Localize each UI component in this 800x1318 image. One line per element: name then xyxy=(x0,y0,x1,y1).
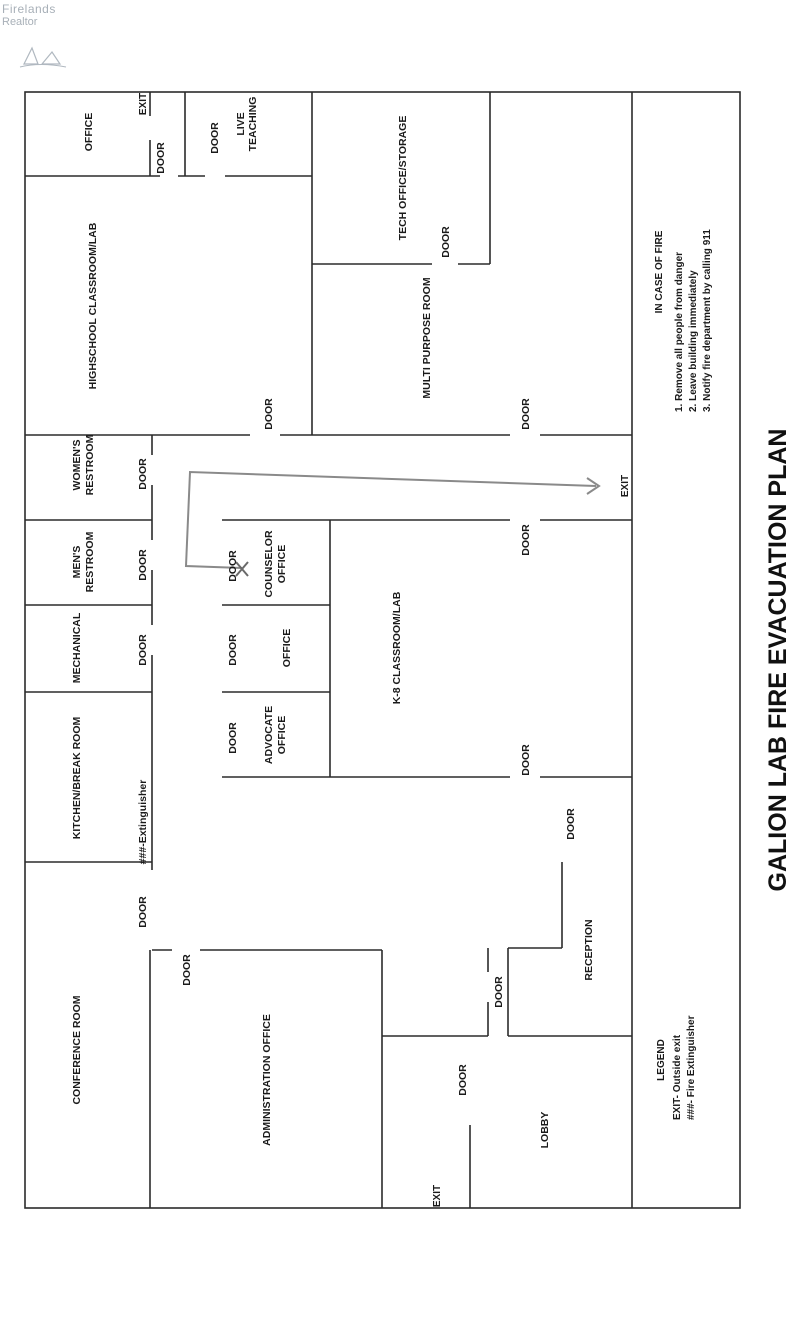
door-label: DOOR xyxy=(520,524,532,556)
fire-instructions: IN CASE OF FIRE 1. Remove all people fro… xyxy=(654,229,713,412)
exit-label-east: EXIT xyxy=(620,475,631,497)
door-labels: DOOR DOOR DOOR DOOR DOOR DOOR DOOR DOOR … xyxy=(137,122,577,1096)
room-kitchen: KITCHEN/BREAK ROOM xyxy=(71,716,83,839)
exit-label-bottom: EXIT xyxy=(432,1185,443,1207)
room-reception: RECEPTION xyxy=(583,919,595,980)
evacuation-route-line xyxy=(184,470,597,569)
realtor-watermark: Firelands Realtor xyxy=(2,2,82,72)
fire-note-1: 1. Remove all people from danger xyxy=(674,252,685,412)
plan-title: GALION LAB FIRE EVACUATION PLAN xyxy=(764,429,792,892)
room-tech-office: TECH OFFICE/STORAGE xyxy=(397,116,409,241)
exit-labels: EXIT EXIT EXIT ###-Extinguisher xyxy=(137,93,631,1207)
room-office-top: OFFICE xyxy=(83,113,95,152)
door-label: DOOR xyxy=(520,744,532,776)
room-womens-1: WOMEN'S xyxy=(71,440,83,491)
door-label: DOOR xyxy=(209,122,221,154)
room-office-mid: OFFICE xyxy=(281,629,293,668)
extinguisher-marker: ###-Extinguisher xyxy=(137,780,149,865)
door-label: DOOR xyxy=(440,226,452,258)
watermark-sailboat-icon xyxy=(19,46,67,68)
fire-notes-heading: IN CASE OF FIRE xyxy=(654,230,665,313)
route-arrow-icon xyxy=(586,477,601,495)
door-label: DOOR xyxy=(227,634,239,666)
room-live-teaching-2: TEACHING xyxy=(247,97,259,152)
room-k8: K-8 CLASSROOM/LAB xyxy=(391,591,403,704)
exit-label-top: EXIT xyxy=(138,93,149,115)
room-mens-1: MEN'S xyxy=(71,546,83,579)
door-label: DOOR xyxy=(457,1064,469,1096)
room-live-teaching-1: LIVE xyxy=(235,112,247,135)
legend-heading: LEGEND xyxy=(656,1039,667,1081)
door-label: DOOR xyxy=(520,398,532,430)
legend: LEGEND EXIT- Outside exit ###- Fire Exti… xyxy=(656,1015,697,1120)
legend-item-extinguisher: ###- Fire Extinguisher xyxy=(686,1015,697,1120)
room-labels: OFFICE LIVE TEACHING TECH OFFICE/STORAGE… xyxy=(71,97,595,1149)
watermark-line-2: Realtor xyxy=(2,16,38,28)
room-advocate-1: ADVOCATE xyxy=(263,706,275,764)
door-label: DOOR xyxy=(137,634,149,666)
door-label: DOOR xyxy=(181,954,193,986)
room-mechanical: MECHANICAL xyxy=(71,612,83,683)
building-walls xyxy=(24,91,741,1209)
room-admin: ADMINISTRATION OFFICE xyxy=(261,1014,273,1146)
room-advocate-2: OFFICE xyxy=(276,716,288,755)
room-counselor-2: OFFICE xyxy=(276,545,288,584)
door-label: DOOR xyxy=(227,722,239,754)
door-label: DOOR xyxy=(263,398,275,430)
room-conference: CONFERENCE ROOM xyxy=(71,995,83,1104)
legend-item-exit: EXIT- Outside exit xyxy=(672,1034,683,1120)
room-highschool: HIGHSCHOOL CLASSROOM/LAB xyxy=(87,222,99,389)
door-label: DOOR xyxy=(137,896,149,928)
evacuation-route xyxy=(184,470,601,577)
door-label: DOOR xyxy=(227,550,239,582)
watermark-line-1: Firelands xyxy=(2,2,56,16)
door-label: DOOR xyxy=(493,976,505,1008)
door-label: DOOR xyxy=(565,808,577,840)
room-multipurpose: MULTI PURPOSE ROOM xyxy=(421,277,433,398)
room-counselor-1: COUNSELOR xyxy=(263,530,275,598)
door-label: DOOR xyxy=(155,142,167,174)
door-label: DOOR xyxy=(137,549,149,581)
room-mens-2: RESTROOM xyxy=(84,531,96,592)
room-lobby: LOBBY xyxy=(539,1112,551,1149)
room-womens-2: RESTROOM xyxy=(84,434,96,495)
door-label: DOOR xyxy=(137,458,149,490)
fire-note-2: 2. Leave building immediately xyxy=(688,270,699,412)
fire-note-3: 3. Notify fire department by calling 911 xyxy=(702,229,713,412)
start-x-mark-icon xyxy=(235,561,249,577)
